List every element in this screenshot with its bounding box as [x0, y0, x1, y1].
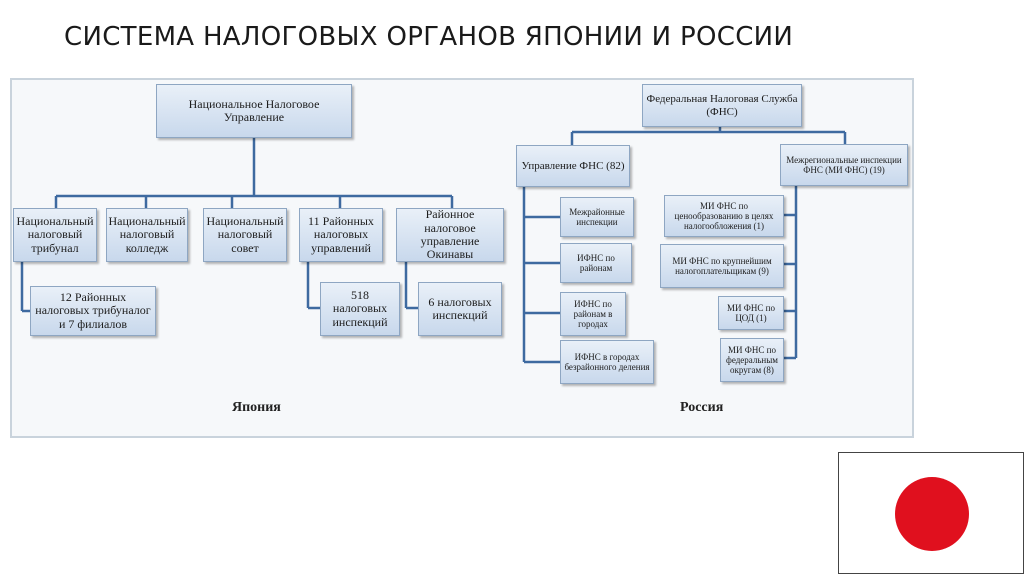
japan-child-tribunal: Национальный налоговый трибунал: [13, 208, 97, 262]
flag-japan-icon: [838, 452, 1024, 574]
japan-sub-tribunals: 12 Районных налоговых трибуналог и 7 фил…: [30, 286, 156, 336]
japan-sub-6-inspections: 6 налоговых инспекций: [418, 282, 502, 336]
flag-sun-disc: [895, 477, 969, 551]
japan-child-college: Национальный налоговый колледж: [106, 208, 188, 262]
russia-ifns-city-districts: ИФНС по районам в городах: [560, 292, 626, 336]
russia-mi-pricing: МИ ФНС по ценообразованию в целях налого…: [664, 195, 784, 237]
russia-caption: Россия: [680, 400, 724, 415]
japan-child-okinawa: Районное налоговое управление Окинавы: [396, 208, 504, 262]
japan-child-district-offices: 11 Районных налоговых управлений: [299, 208, 383, 262]
russia-fns-directorate: Управление ФНС (82): [516, 145, 630, 187]
russia-mi-largest-taxpayers: МИ ФНС по крупнейшим налогоплательщикам …: [660, 244, 784, 288]
russia-mi-tsod: МИ ФНС по ЦОД (1): [718, 296, 784, 330]
japan-sub-518-inspections: 518 налоговых инспекций: [320, 282, 400, 336]
russia-ifns-districts: ИФНС по районам: [560, 243, 632, 283]
japan-root-box: Национальное Налоговое Управление: [156, 84, 352, 138]
russia-mi-federal-districts: МИ ФНС по федеральным округам (8): [720, 338, 784, 382]
slide-title: СИСТЕМА НАЛОГОВЫХ ОРГАНОВ ЯПОНИИ И РОССИ…: [64, 22, 794, 52]
russia-interregional-inspections: Межрегиональные инспекции ФНС (МИ ФНС) (…: [780, 144, 908, 186]
russia-interdistrict-inspections: Межрайонные инспекции: [560, 197, 634, 237]
russia-root-box: Федеральная Налоговая Служба (ФНС): [642, 84, 802, 127]
russia-ifns-cities: ИФНС в городах безрайонного деления: [560, 340, 654, 384]
japan-child-council: Национальный налоговый совет: [203, 208, 287, 262]
japan-caption: Япония: [232, 400, 281, 415]
